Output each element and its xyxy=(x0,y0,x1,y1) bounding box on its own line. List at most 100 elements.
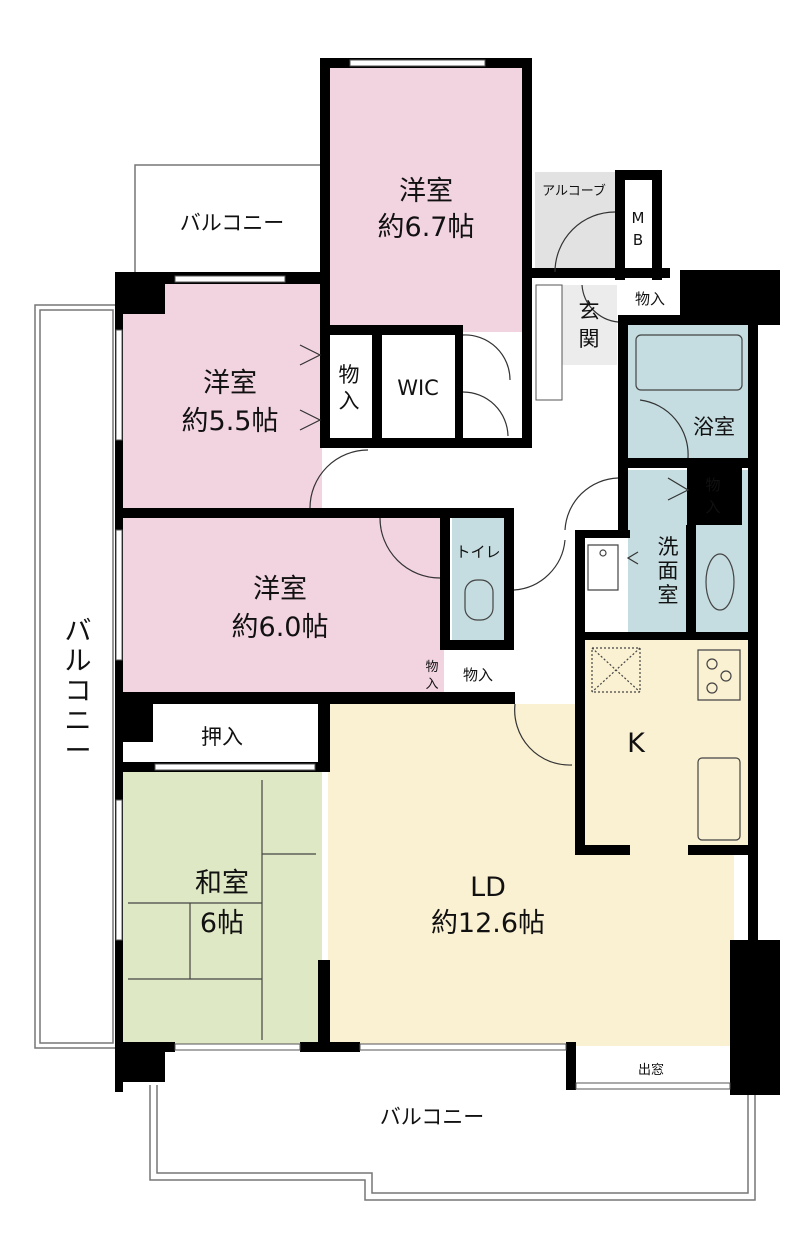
wall-segment xyxy=(504,508,514,646)
wall-segment xyxy=(372,325,382,440)
closet-wash-label-2: 入 xyxy=(705,498,720,516)
wall-segment xyxy=(115,272,123,1092)
balcony-left-char-1: バ xyxy=(65,616,92,647)
wic-name: WIC xyxy=(397,376,439,400)
wall-segment xyxy=(687,465,742,525)
tatami-lines xyxy=(128,780,316,1040)
balcony-left-char-4: ニ xyxy=(65,706,92,737)
western-room-1-name: 洋室 xyxy=(399,176,453,207)
toilet-icon xyxy=(464,579,494,621)
windows xyxy=(115,59,731,1090)
window xyxy=(535,284,563,401)
wall-segment xyxy=(320,325,460,335)
window xyxy=(575,1082,731,1090)
washroom-name-3: 室 xyxy=(658,583,679,607)
window xyxy=(154,763,316,771)
western-room-1-size: 約6.7帖 xyxy=(378,212,475,243)
window xyxy=(349,59,486,67)
wall-segment xyxy=(522,58,532,448)
wall-segment xyxy=(652,170,662,280)
wall-segment xyxy=(320,58,330,448)
western-room-3-floor xyxy=(122,518,444,692)
oshiire-label: 押入 xyxy=(201,725,243,749)
wall-segment xyxy=(615,170,625,280)
closet-wash-label-1: 物 xyxy=(705,476,720,494)
balcony-left-char-3: コ xyxy=(65,676,92,707)
wall-segment xyxy=(530,268,670,278)
japanese-room-size: 6帖 xyxy=(200,908,244,939)
stove-icon xyxy=(697,649,741,701)
window xyxy=(174,1043,301,1051)
wall-segment xyxy=(318,960,330,1050)
wall-segment xyxy=(615,170,655,180)
kitchen-name: K xyxy=(627,728,646,759)
window xyxy=(174,275,286,283)
western-room-1-floor xyxy=(328,66,524,332)
western-room-2-floor xyxy=(122,284,322,510)
closet-hall-label: 物入 xyxy=(463,666,493,684)
wall-segment xyxy=(688,845,750,855)
wash-basin-icon xyxy=(705,553,735,611)
western-room-3-name: 洋室 xyxy=(253,574,307,605)
japanese-room-floor xyxy=(122,772,322,1044)
bathtub-icon xyxy=(635,334,743,391)
wall-segment xyxy=(618,315,628,530)
washing-machine-icon xyxy=(587,544,619,591)
wall-segment xyxy=(115,508,450,518)
ld-name: LD xyxy=(470,872,506,903)
wall-segment xyxy=(618,458,758,468)
washroom-name-2: 面 xyxy=(658,559,679,583)
mb-name-1: M xyxy=(632,209,645,227)
door-swings xyxy=(299,211,690,766)
wall-segment xyxy=(730,940,780,1095)
balcony-top-label: バルコニー xyxy=(180,211,285,235)
fridge-space-icon xyxy=(591,647,641,693)
wall-segment xyxy=(440,508,512,518)
entrance-name-1: 玄 xyxy=(579,299,600,323)
bay-window-label: 出窓 xyxy=(638,1062,664,1078)
window xyxy=(115,529,123,661)
sink-icon xyxy=(697,757,741,841)
wall-segment xyxy=(320,438,532,448)
entrance-name-2: 関 xyxy=(579,327,600,351)
window xyxy=(359,1043,567,1051)
entrance-floor xyxy=(562,285,617,365)
kitchen-floor xyxy=(584,640,750,854)
wall-segment xyxy=(455,325,463,440)
wall-segment xyxy=(115,692,515,704)
window xyxy=(115,799,123,941)
alcove-name: アルコーブ xyxy=(542,183,606,199)
closet-small-label-2: 入 xyxy=(425,677,438,692)
washroom-name-1: 洗 xyxy=(658,535,679,559)
bath-name: 浴室 xyxy=(693,415,735,439)
wall-segment xyxy=(575,530,585,855)
ld-size: 約12.6帖 xyxy=(431,908,545,939)
western-room-2-name: 洋室 xyxy=(203,368,257,399)
wall-segment xyxy=(440,640,514,650)
balcony-left-char-5: ー xyxy=(65,736,92,767)
balcony-bottom-label: バルコニー xyxy=(380,1105,485,1129)
japanese-room-name: 和室 xyxy=(195,868,249,899)
closet-small-label-1: 物 xyxy=(425,660,438,675)
western-room-2-size: 約5.5帖 xyxy=(182,406,279,437)
wall-segment xyxy=(575,530,630,538)
wall-segment xyxy=(618,315,758,325)
balcony-left-char-2: ル xyxy=(65,646,92,677)
window xyxy=(115,329,123,441)
western-room-3-size: 約6.0帖 xyxy=(232,612,329,643)
wall-segment xyxy=(686,525,696,635)
wall-segment xyxy=(115,1042,175,1052)
wall-segment xyxy=(575,632,755,640)
wall-segment xyxy=(318,692,330,772)
closet-entrance-label: 物入 xyxy=(635,290,665,308)
alcove-floor xyxy=(535,172,615,272)
balcony-bottom-outline xyxy=(149,1085,756,1201)
closet-1-label-2: 入 xyxy=(339,389,360,413)
wall-segment xyxy=(748,320,758,940)
mb-name-2: B xyxy=(633,231,643,249)
wall-segment xyxy=(115,692,153,742)
toilet-name: トイレ xyxy=(455,543,500,561)
wall-segment xyxy=(566,1042,576,1090)
wall-segment xyxy=(440,508,450,646)
